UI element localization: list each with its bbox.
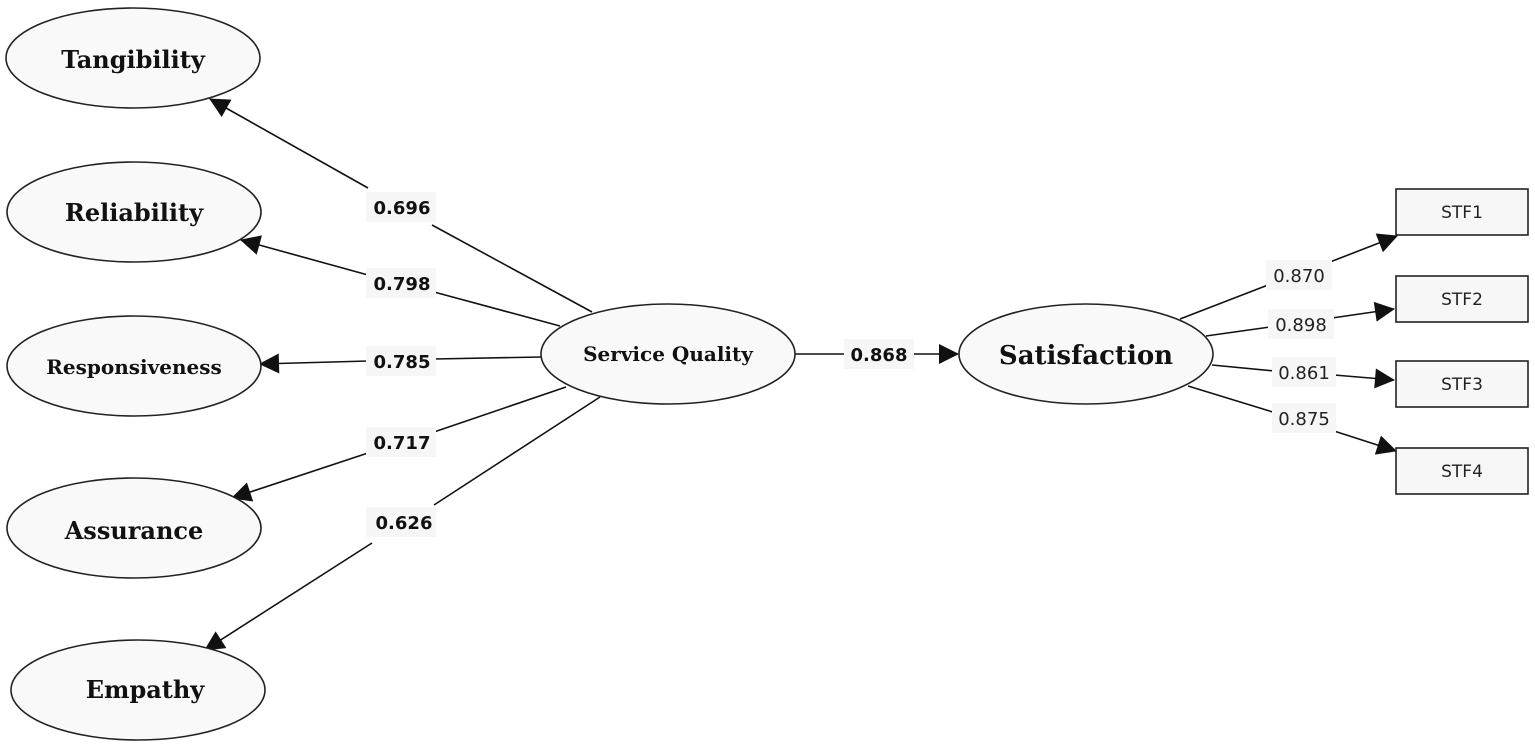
coef-label-0870: 0.870: [1266, 260, 1332, 290]
svg-text:0.717: 0.717: [374, 433, 431, 454]
edge-sat-stf1: [1179, 233, 1398, 320]
node-assurance: Assurance: [6, 477, 262, 579]
edge-sq-tangibility: [209, 98, 593, 313]
coef-label-0696: 0.696: [366, 192, 436, 222]
coef-label-0626: 0.626: [366, 507, 436, 537]
svg-text:0.785: 0.785: [374, 352, 431, 373]
svg-text:Reliability: Reliability: [65, 198, 204, 227]
svg-text:0.798: 0.798: [374, 274, 431, 295]
coef-label-0717: 0.717: [366, 427, 436, 457]
svg-text:Empathy: Empathy: [86, 675, 206, 704]
svg-text:Satisfaction: Satisfaction: [999, 341, 1173, 371]
indicator-stf4: STF4: [1395, 447, 1529, 495]
node-satisfaction: Satisfaction: [958, 303, 1214, 405]
svg-text:0.696: 0.696: [374, 198, 431, 219]
svg-text:Assurance: Assurance: [64, 516, 204, 545]
svg-text:0.626: 0.626: [376, 513, 433, 534]
indicator-stf1: STF1: [1395, 188, 1529, 236]
coef-label-0875: 0.875: [1272, 403, 1336, 433]
svg-text:Responsiveness: Responsiveness: [46, 355, 221, 379]
svg-text:STF4: STF4: [1441, 462, 1483, 482]
edge-sat-stf4: [1187, 385, 1397, 455]
coef-label-0798: 0.798: [366, 268, 436, 298]
svg-text:0.875: 0.875: [1278, 409, 1330, 430]
node-tangibility: Tangibility: [5, 7, 261, 109]
edge-sat-stf3: [1211, 364, 1395, 389]
coef-label-0868: 0.868: [844, 339, 914, 369]
svg-text:STF3: STF3: [1441, 375, 1483, 395]
svg-text:0.898: 0.898: [1275, 315, 1327, 336]
coef-label-0785: 0.785: [366, 346, 436, 376]
svg-text:STF1: STF1: [1441, 203, 1483, 223]
edge-sq-reliability: [240, 235, 561, 327]
indicator-stf3: STF3: [1395, 360, 1529, 408]
edge-sq-assurance: [231, 386, 567, 502]
svg-text:Tangibility: Tangibility: [61, 45, 206, 74]
edge-sq-responsiveness: [259, 353, 543, 374]
node-responsiveness: Responsiveness: [6, 315, 262, 417]
svg-text:0.870: 0.870: [1273, 266, 1325, 287]
node-empathy: Empathy: [10, 639, 266, 741]
coef-label-0898: 0.898: [1268, 309, 1334, 339]
node-service-quality: Service Quality: [540, 303, 796, 405]
edge-sq-empathy: [204, 396, 601, 651]
svg-text:0.868: 0.868: [851, 345, 908, 366]
svg-text:0.861: 0.861: [1278, 363, 1330, 384]
node-reliability: Reliability: [6, 161, 262, 263]
svg-text:Service Quality: Service Quality: [583, 342, 754, 366]
edge-sat-stf2: [1205, 301, 1395, 337]
indicator-stf2: STF2: [1395, 275, 1529, 323]
coef-label-0861: 0.861: [1272, 357, 1336, 387]
svg-text:STF2: STF2: [1441, 290, 1483, 310]
